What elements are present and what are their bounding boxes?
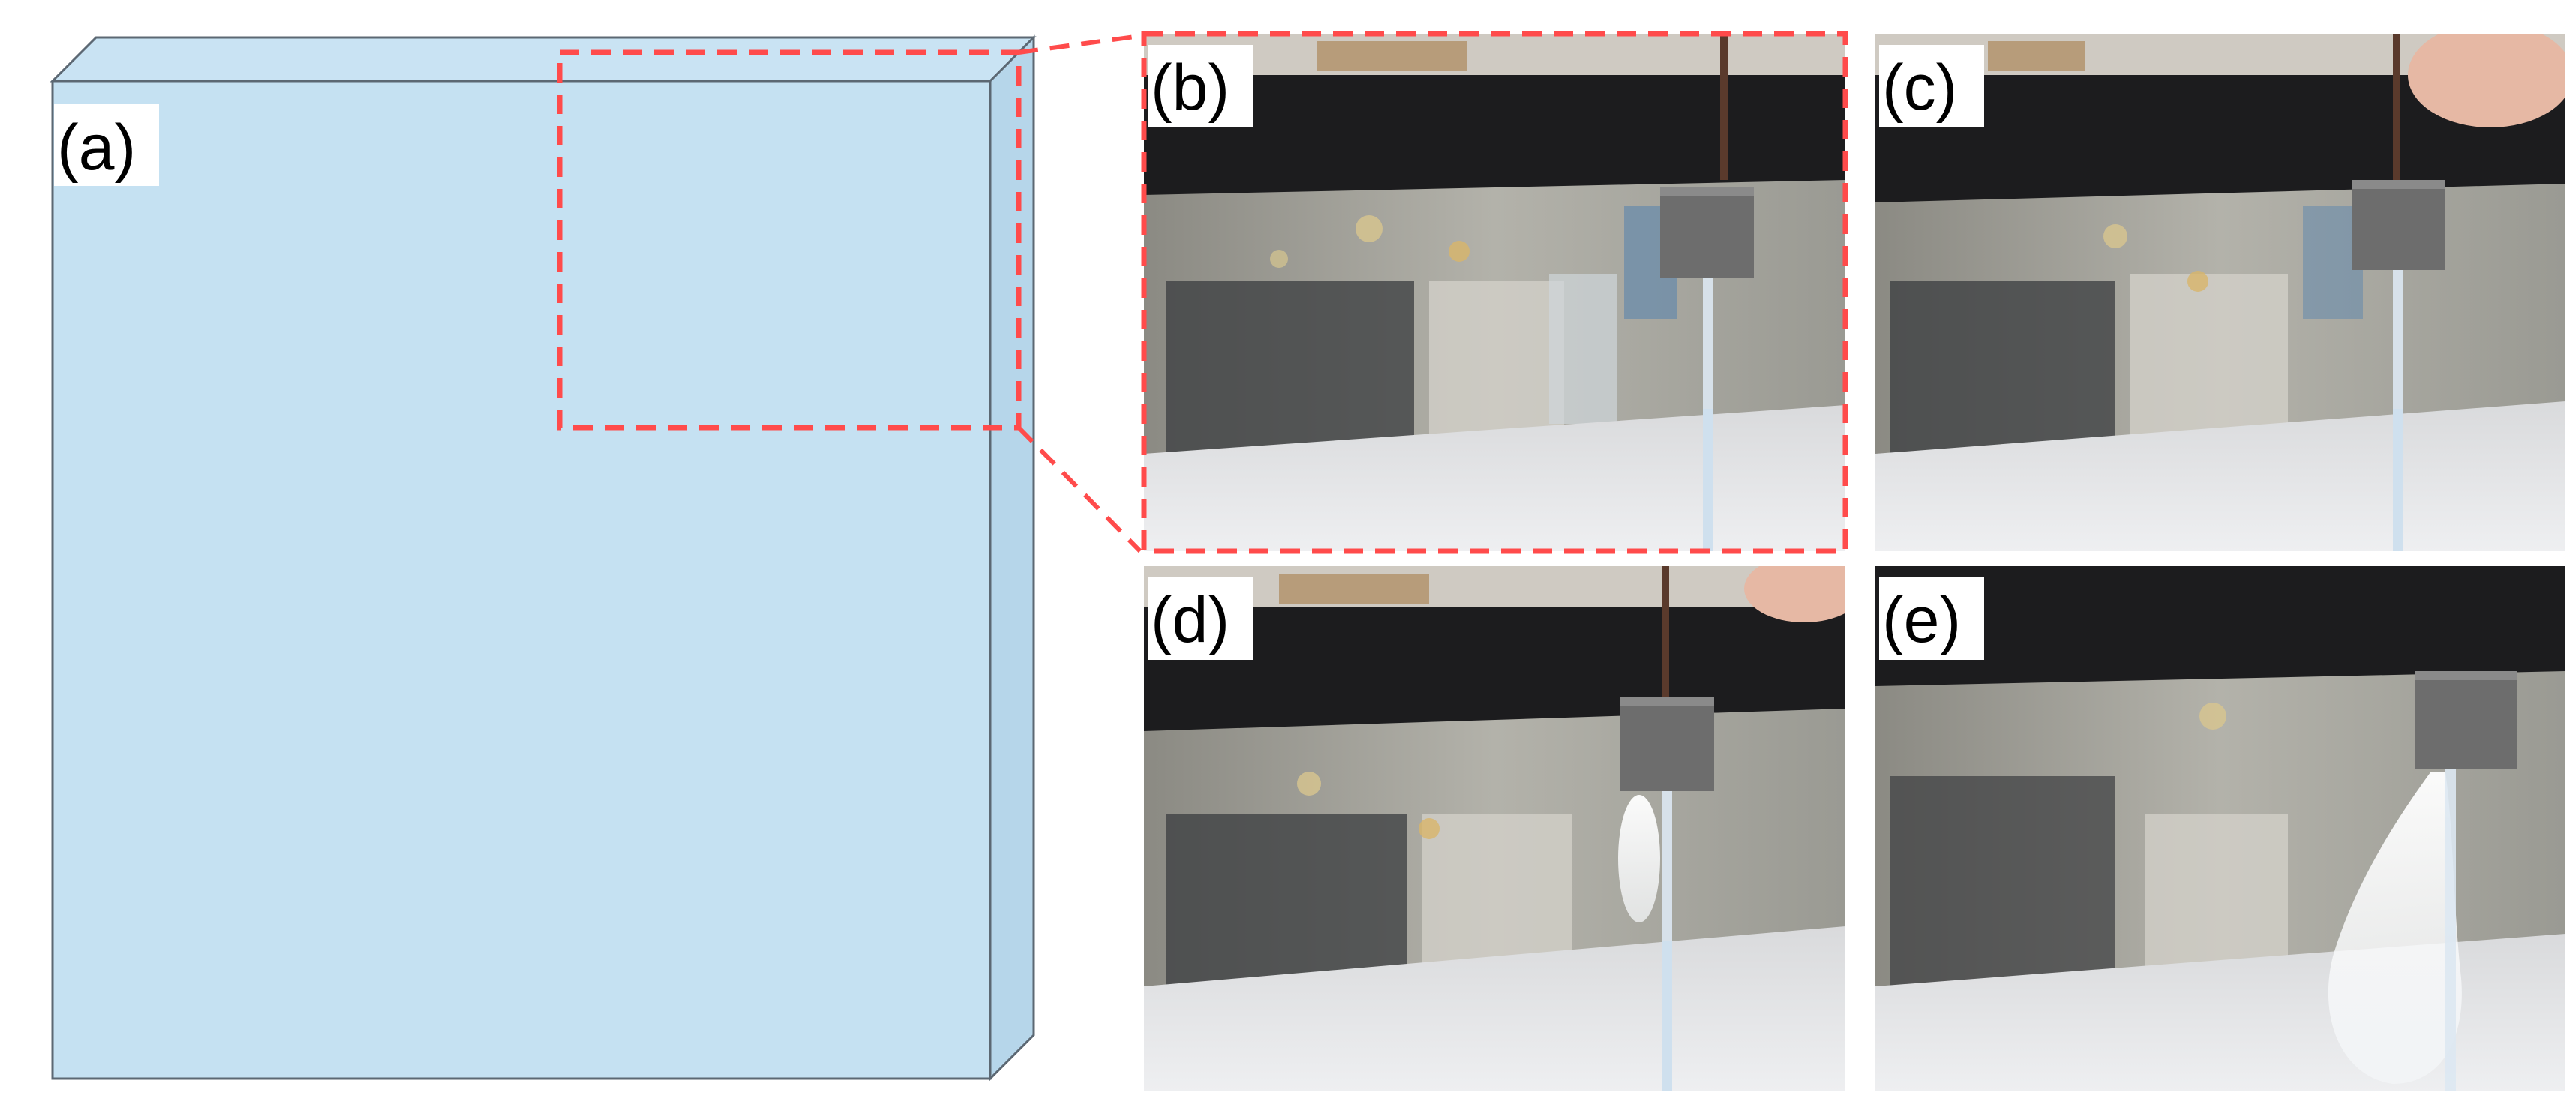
- panel-c: (c): [1875, 34, 2565, 551]
- zoom-connector-top: [1018, 34, 1141, 55]
- panel-d-label-bg: [1148, 578, 1253, 660]
- panel-a-label: (a): [57, 112, 136, 184]
- panel-a-label-bg: [54, 104, 159, 186]
- plate-top-face: [50, 36, 1037, 82]
- panel-b: (b): [1141, 31, 1848, 554]
- zoom-region: [557, 50, 1022, 430]
- zoom-connector-bottom: [1016, 425, 1142, 554]
- panel-b-label: (b): [1151, 52, 1229, 124]
- panel-d: (d): [1144, 566, 1845, 1091]
- panel-c-label: (c): [1882, 52, 1957, 124]
- panel-e-photo: [1875, 566, 2565, 1091]
- panel-b-photo: [1144, 34, 1845, 551]
- panel-b-label-bg: [1148, 45, 1253, 128]
- panel-a: (a): [50, 34, 1142, 1082]
- plate-side-face: [989, 34, 1035, 1082]
- panel-c-label-bg: [1879, 45, 1984, 128]
- panel-d-photo: [1144, 566, 1845, 1091]
- panel-e: (e): [1875, 566, 2565, 1091]
- panel-b-outline: [1141, 31, 1848, 554]
- plate-front-face: [51, 80, 992, 1080]
- panel-e-label: (e): [1882, 584, 1961, 656]
- panel-c-photo: [1875, 34, 2565, 551]
- panel-e-label-bg: [1879, 578, 1984, 660]
- panel-d-label: (d): [1151, 584, 1229, 656]
